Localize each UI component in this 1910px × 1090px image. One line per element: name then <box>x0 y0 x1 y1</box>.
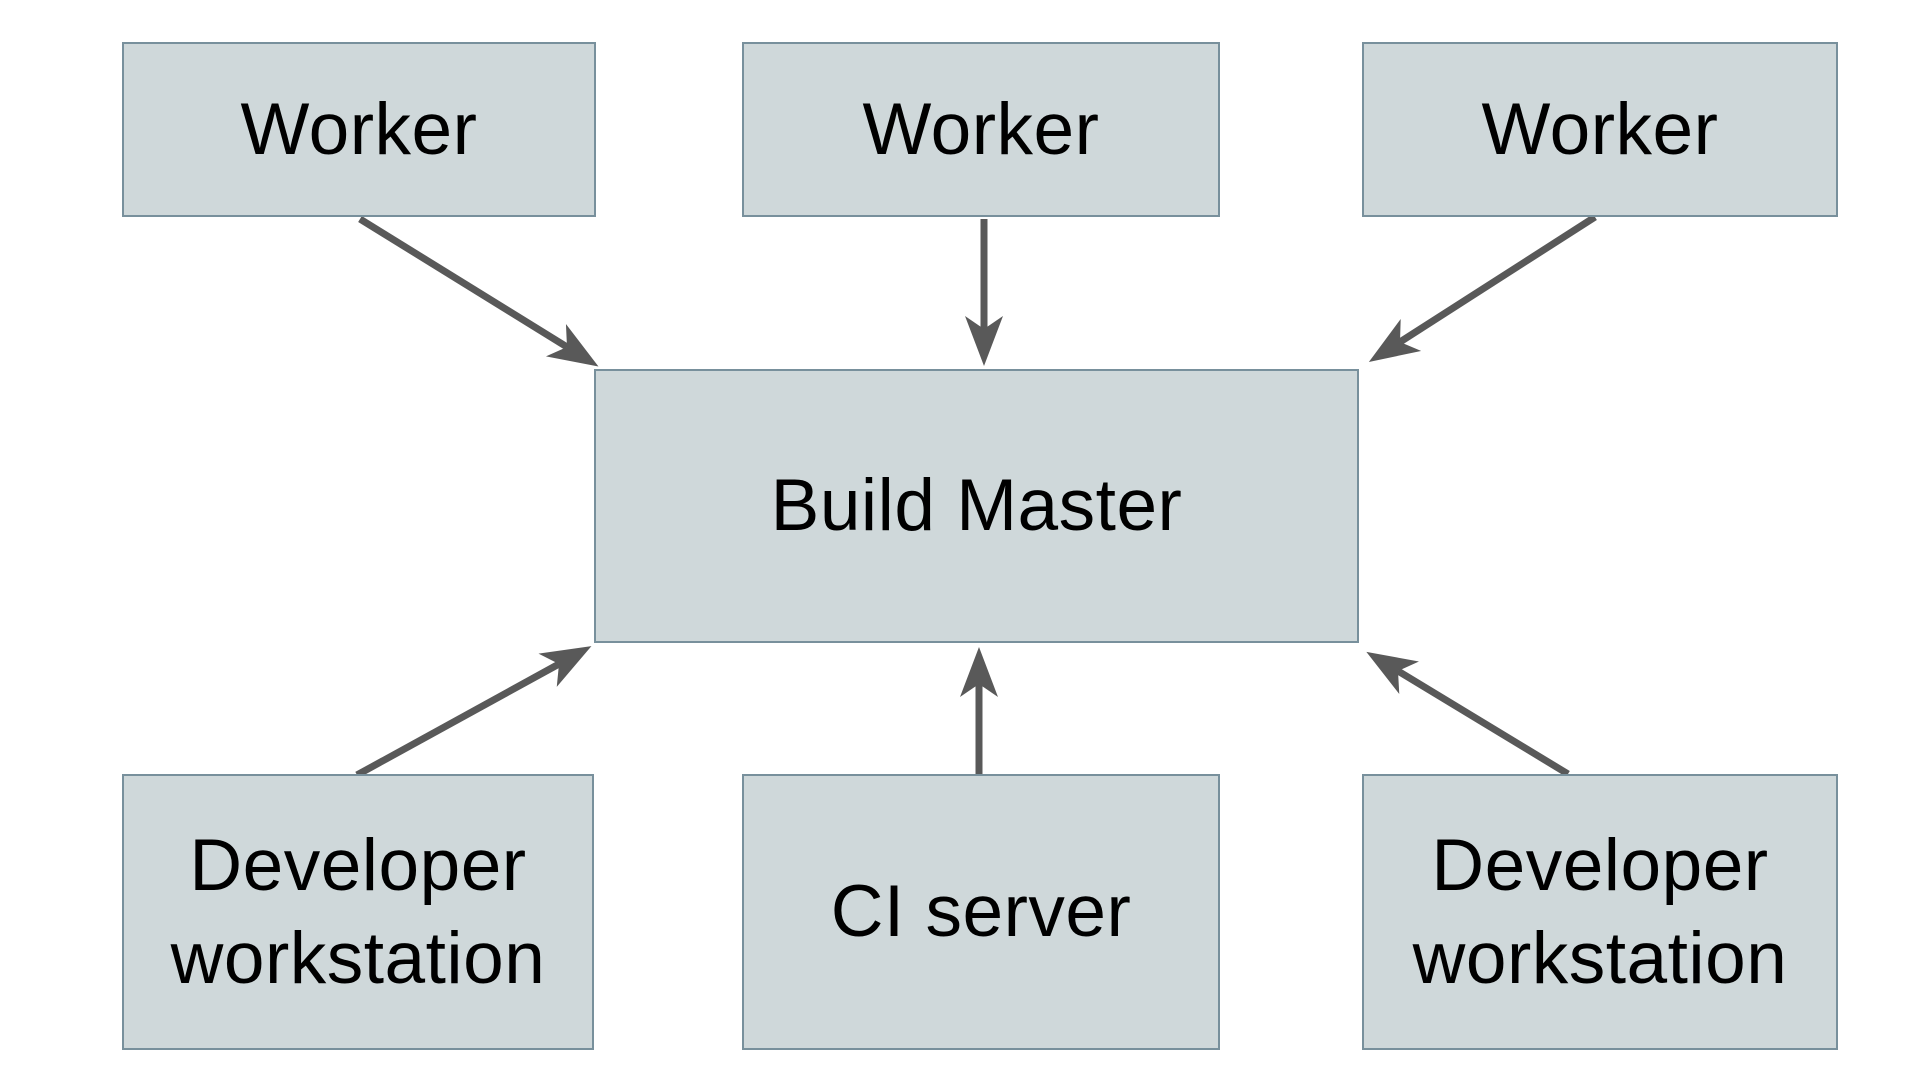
node-build-master-label: Build Master <box>770 465 1183 547</box>
arrow-dev-workstation-right-to-build-master <box>1366 651 1570 777</box>
node-developer-workstation-left: Developer workstation <box>122 774 594 1050</box>
arrow-worker-3-to-build-master <box>1368 214 1597 362</box>
node-ci-server: CI server <box>742 774 1220 1050</box>
node-build-master: Build Master <box>594 369 1359 643</box>
node-worker-2-label: Worker <box>862 88 1100 170</box>
node-worker-3: Worker <box>1362 42 1838 217</box>
node-developer-workstation-right: Developer workstation <box>1362 774 1838 1050</box>
node-developer-workstation-left-label: Developer workstation <box>170 824 546 999</box>
arrow-dev-workstation-left-to-build-master <box>355 646 592 779</box>
node-ci-server-label: CI server <box>830 871 1132 953</box>
node-worker-2: Worker <box>742 42 1220 217</box>
node-developer-workstation-right-label: Developer workstation <box>1412 824 1788 999</box>
node-worker-1: Worker <box>122 42 596 217</box>
node-worker-3-label: Worker <box>1481 88 1719 170</box>
node-worker-1-label: Worker <box>240 88 478 170</box>
arrow-worker-1-to-build-master <box>358 216 599 367</box>
